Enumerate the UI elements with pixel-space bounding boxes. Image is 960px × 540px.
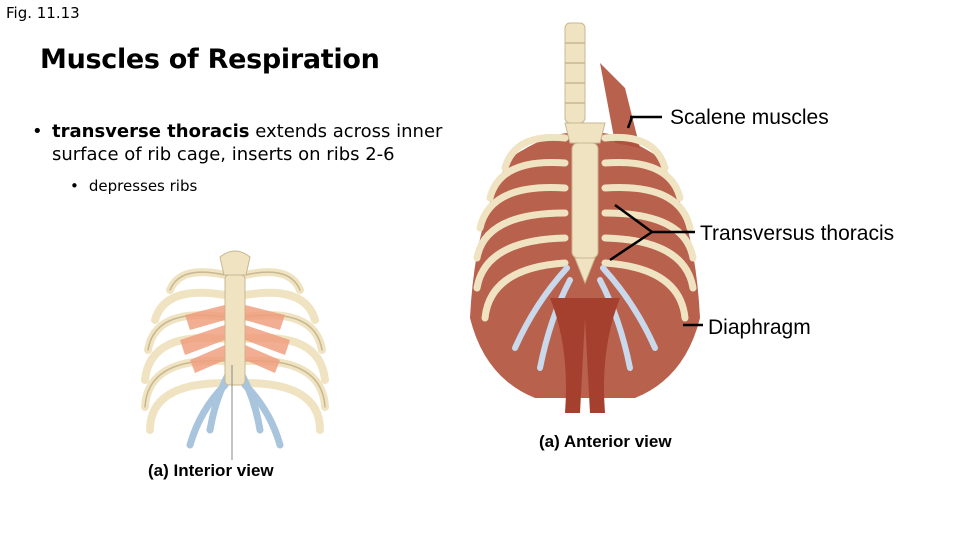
callout-diaphragm: Diaphragm	[708, 316, 811, 339]
bullet-bold-term: transverse thoracis	[52, 121, 250, 142]
anterior-thorax-illustration	[470, 22, 700, 413]
bullet-dot: •	[70, 177, 79, 195]
figure-label: Fig. 11.13	[6, 4, 80, 22]
slide-title: Muscles of Respiration	[40, 44, 380, 75]
bullet-description: extends across inner surface of rib cage…	[52, 121, 443, 165]
bullet-dot: •	[32, 121, 43, 142]
interior-ribcage-illustration	[141, 250, 329, 460]
bullet-depresses-ribs: • depresses ribs	[70, 177, 197, 195]
bullet-text: transverse thoracis extends across inner…	[32, 120, 462, 166]
caption-anterior-view: (a) Anterior view	[539, 432, 672, 451]
callout-scalene-muscles: Scalene muscles	[670, 106, 829, 129]
callout-transversus-thoracis: Transversus thoracis	[700, 222, 895, 245]
caption-interior-view: (a) Interior view	[148, 461, 274, 480]
bullet-transverse-thoracis: • transverse thoracis extends across inn…	[32, 120, 462, 166]
sub-bullet-text: depresses ribs	[88, 177, 198, 195]
